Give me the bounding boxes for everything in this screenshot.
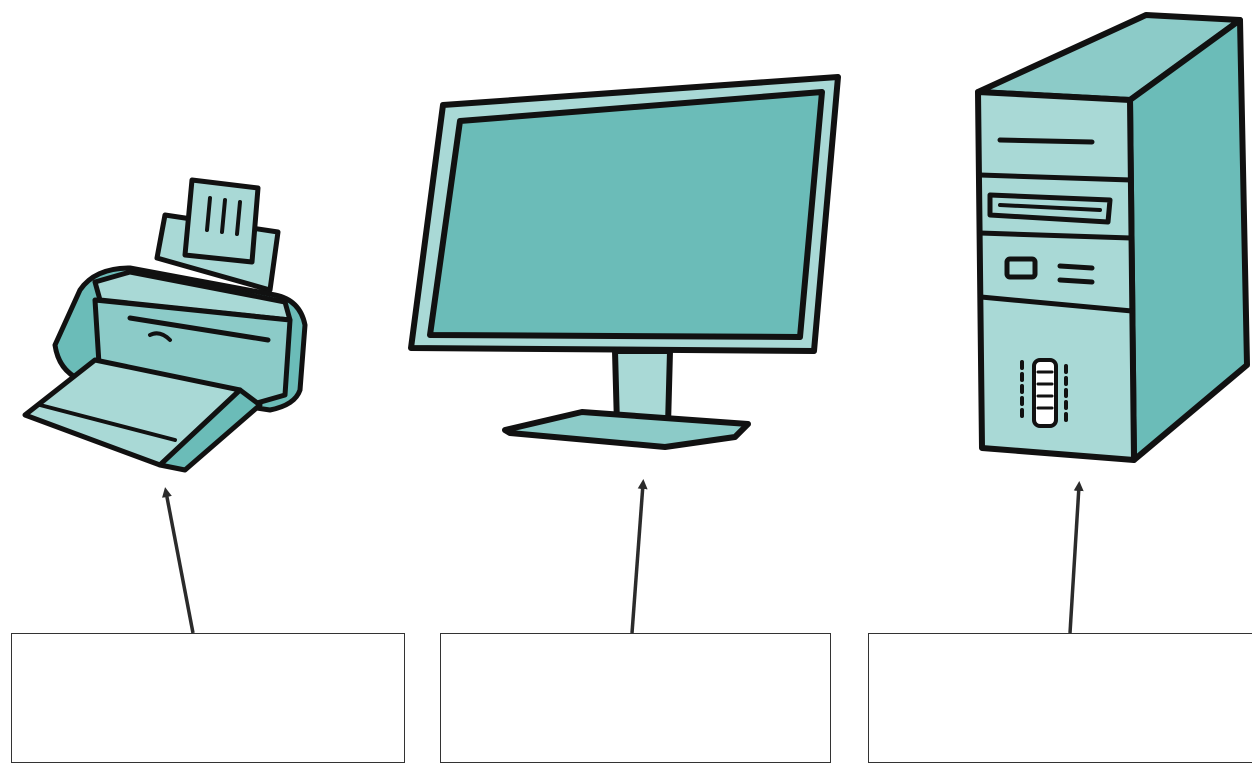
arrow-to-printer	[166, 492, 193, 633]
arrow-to-monitor	[632, 484, 643, 633]
monitor-icon	[411, 77, 838, 447]
printer-icon	[25, 180, 305, 470]
arrow-to-tower	[1070, 486, 1079, 633]
computer-tower-icon	[978, 15, 1247, 460]
pointer-arrows	[166, 484, 1079, 633]
